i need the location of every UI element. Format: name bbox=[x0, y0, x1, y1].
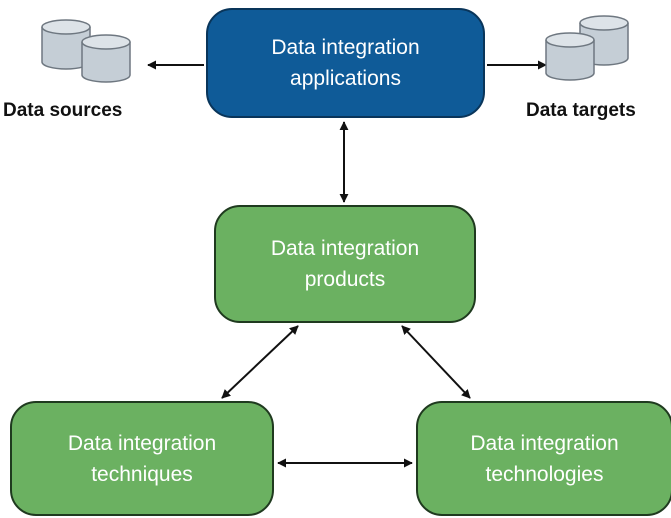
applications-line-1: Data integration bbox=[271, 36, 420, 59]
arrow-products-techniques bbox=[221, 325, 299, 399]
technologies-line-1: Data integration bbox=[470, 431, 619, 455]
products-line-2: products bbox=[304, 268, 386, 291]
technologies-line-2: technologies bbox=[485, 462, 604, 486]
products-line-1: Data integration bbox=[270, 237, 420, 260]
data-sources-label: Data sources bbox=[3, 100, 123, 121]
arrow-products-technologies bbox=[401, 325, 471, 399]
database-cylinders-icon bbox=[545, 15, 629, 81]
technologies-box: Data integration technologies bbox=[416, 401, 671, 516]
techniques-line-2: techniques bbox=[91, 462, 193, 486]
products-box: Data integration products bbox=[214, 205, 476, 323]
applications-line-2: applications bbox=[290, 67, 401, 90]
database-cylinders-icon bbox=[41, 19, 131, 83]
data-targets-label: Data targets bbox=[526, 100, 636, 121]
techniques-box: Data integration techniques bbox=[10, 401, 274, 516]
techniques-line-1: Data integration bbox=[67, 431, 217, 455]
applications-box: Data integration applications bbox=[206, 8, 485, 118]
